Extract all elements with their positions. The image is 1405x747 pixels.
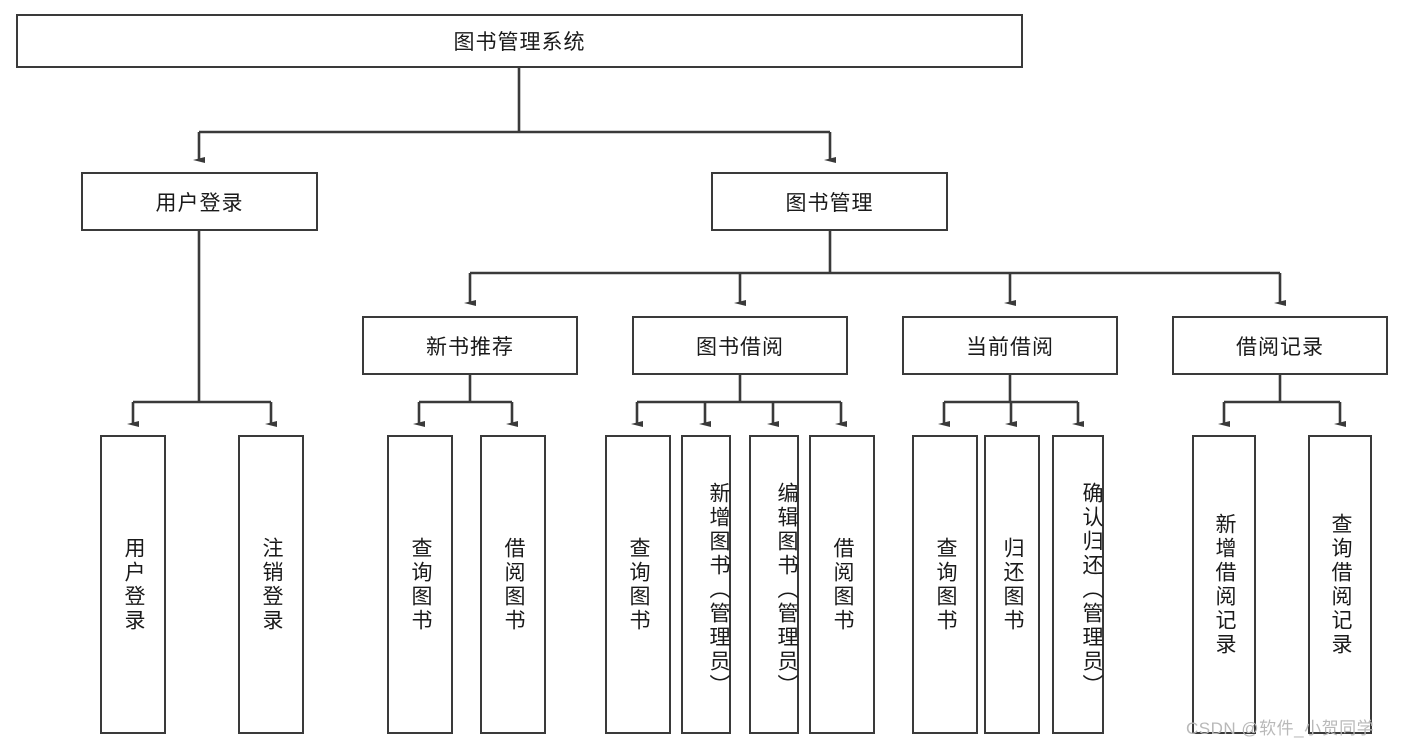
leaf-logout[interactable]: 注销登录 (238, 435, 304, 734)
node-current-borrow-label: 当前借阅 (966, 335, 1054, 359)
leaf-add-borrow-record-label: 新增借阅记录 (1213, 512, 1237, 657)
csdn-watermark: CSDN @软件_小贺同学 (1186, 719, 1375, 738)
leaf-query-book-borrow-label: 查询图书 (627, 536, 651, 633)
leaf-query-borrow-record[interactable]: 查询借阅记录 (1308, 435, 1372, 734)
node-new-book-recommend[interactable]: 新书推荐 (362, 316, 578, 375)
leaf-query-borrow-record-label: 查询借阅记录 (1329, 512, 1353, 657)
leaf-query-book-current-label: 查询图书 (934, 536, 958, 633)
leaf-query-book-borrow[interactable]: 查询图书 (605, 435, 671, 734)
node-book-borrow[interactable]: 图书借阅 (632, 316, 848, 375)
leaf-query-book-current[interactable]: 查询图书 (912, 435, 978, 734)
leaf-user-login[interactable]: 用户登录 (100, 435, 166, 734)
leaf-borrow-book-recommend-label: 借阅图书 (502, 536, 526, 633)
node-root[interactable]: 图书管理系统 (16, 14, 1023, 68)
leaf-query-book-recommend-label: 查询图书 (409, 536, 433, 633)
leaf-confirm-return-admin[interactable]: 确认归还（管理员） (1052, 435, 1104, 734)
leaf-user-login-label: 用户登录 (122, 536, 146, 633)
leaf-return-book-label: 归还图书 (1001, 536, 1025, 633)
leaf-return-book[interactable]: 归还图书 (984, 435, 1040, 734)
node-borrow-record[interactable]: 借阅记录 (1172, 316, 1388, 375)
leaf-borrow-book[interactable]: 借阅图书 (809, 435, 875, 734)
node-book-borrow-label: 图书借阅 (696, 335, 784, 359)
node-book-management[interactable]: 图书管理 (711, 172, 948, 231)
node-root-label: 图书管理系统 (453, 31, 586, 54)
leaf-query-book-recommend[interactable]: 查询图书 (387, 435, 453, 734)
leaf-logout-label: 注销登录 (260, 536, 284, 633)
node-book-management-label: 图书管理 (785, 191, 874, 215)
leaf-borrow-book-label: 借阅图书 (831, 536, 855, 633)
leaf-add-borrow-record[interactable]: 新增借阅记录 (1192, 435, 1256, 734)
node-borrow-record-label: 借阅记录 (1236, 335, 1324, 359)
leaf-edit-book-admin[interactable]: 编辑图书（管理员） (749, 435, 799, 734)
leaf-borrow-book-recommend[interactable]: 借阅图书 (480, 435, 546, 734)
leaf-add-book-admin-label: 新增图书（管理员） (707, 481, 730, 698)
leaf-edit-book-admin-label: 编辑图书（管理员） (775, 481, 798, 698)
node-user-login[interactable]: 用户登录 (81, 172, 318, 231)
node-user-login-label: 用户登录 (155, 191, 244, 215)
node-new-book-recommend-label: 新书推荐 (426, 335, 514, 359)
leaf-add-book-admin[interactable]: 新增图书（管理员） (681, 435, 731, 734)
node-current-borrow[interactable]: 当前借阅 (902, 316, 1118, 375)
leaf-confirm-return-admin-label: 确认归还（管理员） (1080, 481, 1103, 698)
